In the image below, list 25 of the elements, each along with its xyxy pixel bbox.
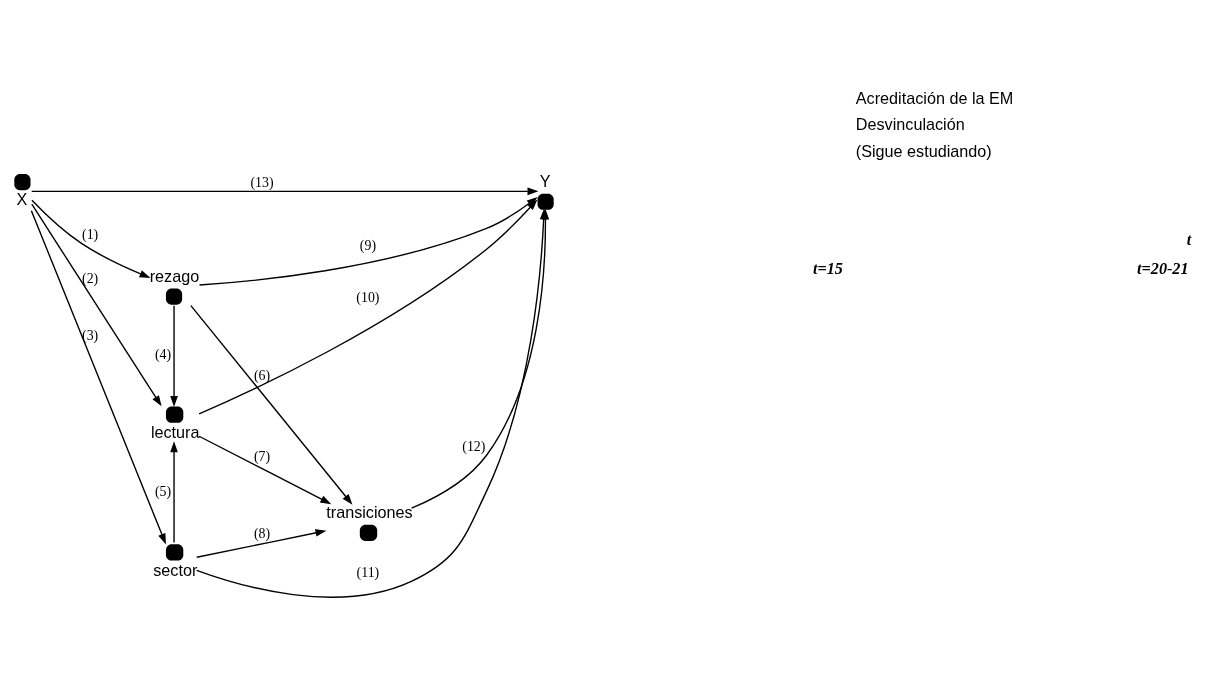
edge-label: (9): [359, 237, 377, 253]
edge-label: (1): [82, 227, 99, 243]
node-label: transiciones: [326, 502, 413, 521]
node-label: rezago: [149, 266, 200, 285]
edge-label: (8): [253, 526, 271, 542]
label: t=15: [812, 259, 843, 278]
node-label: Y: [539, 171, 551, 190]
label: Desvinculación: [855, 115, 965, 134]
label: Acreditación de la EM: [855, 88, 1014, 107]
label: t=20-21: [1137, 259, 1189, 278]
edge-label: (5): [154, 484, 172, 500]
node-label: X: [16, 190, 28, 209]
edge-label: (6): [253, 367, 271, 383]
label: t: [1186, 230, 1192, 249]
edge-label: (3): [82, 328, 99, 344]
edge-label: (11): [356, 565, 380, 581]
edge-label: (12): [462, 439, 486, 455]
edge-label: (13): [250, 175, 274, 191]
edge-label: (4): [154, 346, 172, 362]
node-label: sector: [153, 560, 198, 579]
edge-label: (10): [356, 289, 380, 305]
label: (Sigue estudiando): [855, 141, 992, 160]
node-label: lectura: [150, 423, 200, 442]
edge-label: (2): [82, 271, 99, 287]
edge-label: (7): [253, 448, 271, 464]
